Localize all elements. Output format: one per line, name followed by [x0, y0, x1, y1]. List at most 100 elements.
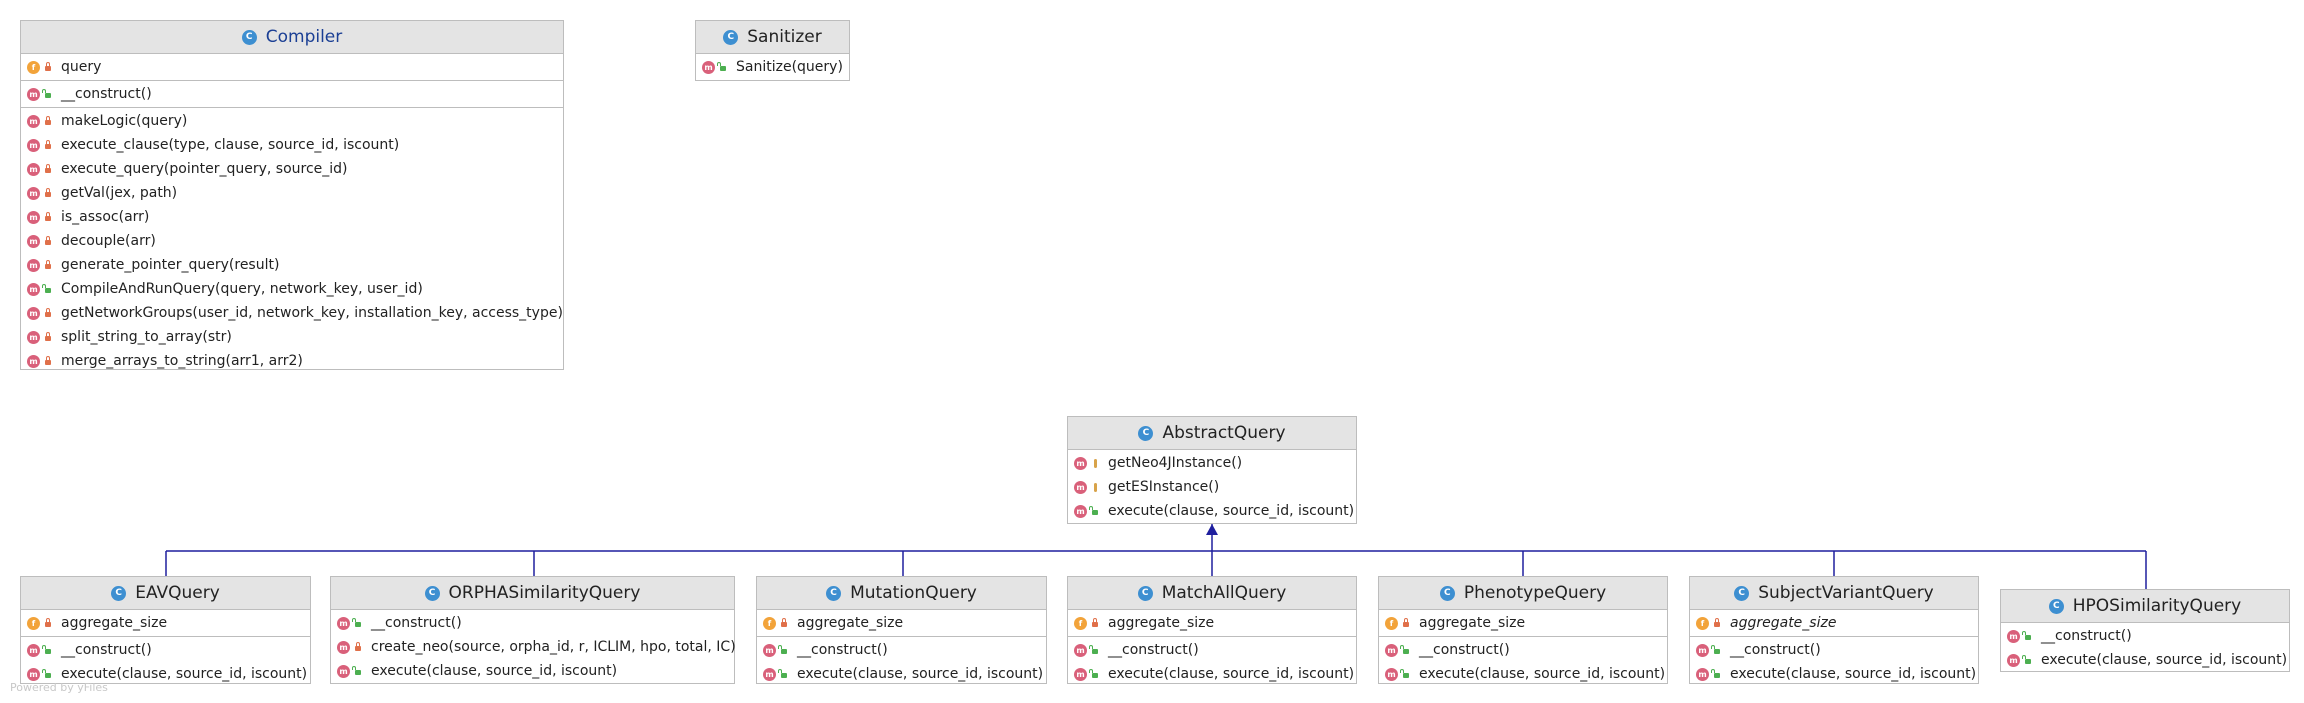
- member-signature: __construct(): [1419, 642, 1510, 658]
- class-icon: C: [241, 29, 257, 45]
- public-unlock-icon: [778, 644, 790, 656]
- private-lock-icon: [42, 355, 54, 367]
- field-row[interactable]: f aggregate_size: [1068, 611, 1356, 635]
- public-unlock-icon: [42, 668, 54, 680]
- class-header: C PhenotypeQuery: [1379, 577, 1667, 610]
- member-signature: decouple(arr): [61, 233, 156, 249]
- method-row[interactable]: m__construct(): [2001, 624, 2289, 648]
- class-icon: C: [1138, 425, 1154, 441]
- class-title: AbstractQuery: [1162, 423, 1286, 443]
- public-unlock-icon: [2022, 654, 2034, 666]
- class-title: MutationQuery: [850, 583, 977, 603]
- method-icon: m: [763, 643, 776, 657]
- method-row[interactable]: m__construct(): [1379, 638, 1667, 662]
- class-title: Sanitizer: [747, 27, 822, 47]
- class-icon: C: [1439, 585, 1455, 601]
- protected-key-icon: [1089, 481, 1101, 493]
- private-lock-icon: [42, 115, 54, 127]
- private-lock-icon: [42, 211, 54, 223]
- class-title: SubjectVariantQuery: [1758, 583, 1934, 603]
- class-header: C Sanitizer: [696, 21, 849, 54]
- member-signature: execute_query(pointer_query, source_id): [61, 161, 348, 177]
- method-row[interactable]: m__construct(): [757, 638, 1046, 662]
- private-lock-icon: [42, 61, 54, 73]
- class-title: Compiler: [265, 27, 343, 47]
- method-icon: m: [702, 60, 715, 74]
- class-title: ORPHASimilarityQuery: [448, 583, 641, 603]
- method-icon: m: [1074, 667, 1087, 681]
- member-signature: __construct(): [1108, 642, 1199, 658]
- member-signature: split_string_to_array(str): [61, 329, 232, 345]
- field-icon: f: [27, 616, 40, 630]
- method-row[interactable]: m__construct(): [21, 638, 310, 662]
- public-unlock-icon: [2022, 630, 2034, 642]
- member-signature: aggregate_size: [1419, 615, 1526, 631]
- method-row[interactable]: m__construct(): [1068, 638, 1356, 662]
- method-row[interactable]: m__construct(): [331, 611, 734, 635]
- member-signature: getNeo4JInstance(): [1108, 455, 1243, 471]
- public-unlock-icon: [1089, 668, 1101, 680]
- member-signature: aggregate_size: [1108, 615, 1215, 631]
- public-unlock-icon: [42, 283, 54, 295]
- method-row[interactable]: m__construct(): [1690, 638, 1978, 662]
- member-signature: __construct(): [61, 86, 152, 102]
- class-title: PhenotypeQuery: [1463, 583, 1607, 603]
- member-signature: execute(clause, source_id, iscount): [1108, 503, 1355, 519]
- private-lock-icon: [42, 163, 54, 175]
- public-unlock-icon: [717, 61, 729, 73]
- class-header: C Compiler: [21, 21, 563, 54]
- field-icon: f: [1074, 616, 1087, 630]
- method-icon: m: [2007, 629, 2020, 643]
- class-icon: C: [2048, 598, 2064, 614]
- member-signature: create_neo(source, orpha_id, r, ICLIM, h…: [371, 639, 736, 655]
- method-icon: m: [1074, 480, 1087, 494]
- method-row[interactable]: m__construct(): [21, 82, 563, 106]
- private-lock-icon: [42, 187, 54, 199]
